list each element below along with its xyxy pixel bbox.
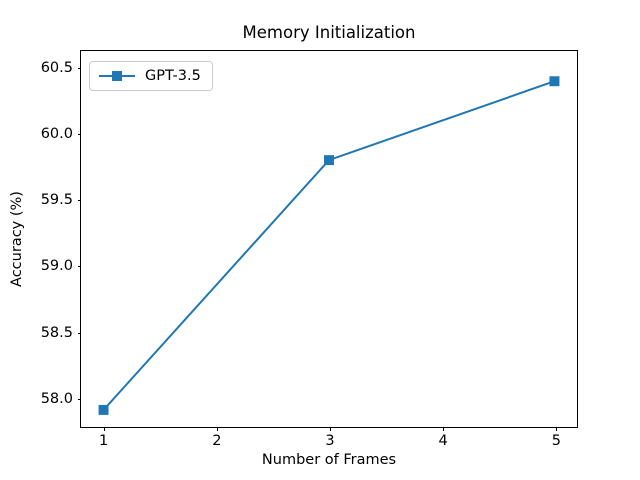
- x-axis-tick: [330, 427, 331, 431]
- legend-label-gpt35: GPT-3.5: [145, 68, 201, 84]
- x-axis-tick: [556, 427, 558, 431]
- y-axis-tick-label: 59.0: [40, 258, 73, 275]
- x-axis-tick-label: 1: [99, 433, 109, 449]
- data-point-marker: [549, 76, 560, 87]
- y-axis-tick-label: 58.5: [40, 324, 73, 341]
- y-axis-tick: [77, 200, 81, 202]
- chart-title: Memory Initialization: [242, 23, 416, 42]
- y-axis-tick: [77, 266, 81, 268]
- data-point-marker: [324, 155, 334, 166]
- y-axis-tick: [77, 398, 81, 400]
- data-point-marker: [98, 404, 109, 415]
- x-axis-tick-label: 2: [212, 433, 222, 449]
- y-axis-tick-label: 58.0: [40, 390, 73, 407]
- y-axis-tick: [77, 332, 81, 334]
- line-series-layer: [98, 76, 560, 415]
- y-axis-tick-label: 60.0: [40, 126, 73, 143]
- series-line-gpt-3-5: [102, 80, 555, 411]
- y-axis-tick: [77, 134, 81, 136]
- y-axis-tick-label: 59.5: [40, 192, 73, 209]
- plot-area: GPT-3.5 58.0 58.5 59.0 59.5 60.0 60.5 1 2 3 4 5: [41, 50, 578, 449]
- x-axis-tick-label: 5: [551, 433, 561, 449]
- legend-line-marker-icon: [99, 71, 135, 81]
- y-axis-tick-label: 60.5: [40, 60, 73, 77]
- x-axis-tick: [216, 427, 218, 431]
- y-axis-label: Accuracy (%): [9, 191, 25, 287]
- x-axis-tick-label: 3: [325, 433, 335, 449]
- x-axis-tick-label: 4: [438, 433, 448, 449]
- x-axis-label: Number of Frames: [261, 452, 397, 468]
- x-axis-tick: [443, 427, 445, 431]
- x-axis-tick: [103, 427, 105, 431]
- y-axis-tick: [77, 68, 81, 70]
- chart-legend: GPT-3.5: [89, 61, 213, 91]
